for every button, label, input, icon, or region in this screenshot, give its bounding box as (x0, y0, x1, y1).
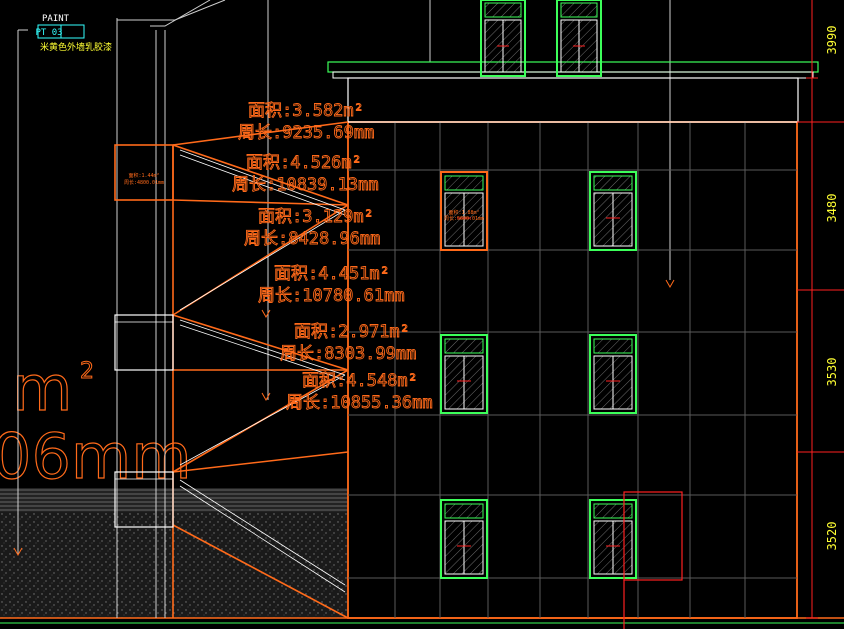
roof-window-1 (480, 0, 526, 77)
stair-landings: 面积:1.44m² 周长:4800.01mm (114, 144, 174, 528)
paint-label-title: PAINT (42, 14, 70, 24)
landing-2 (114, 314, 174, 371)
construction-lines (17, 0, 671, 618)
measurement-3-area: 面积:3.129m² (258, 207, 374, 227)
dimension-4: 3520 (825, 522, 839, 551)
ground-gravel (0, 512, 348, 618)
partial-unit-text: m (12, 352, 72, 425)
facade-window-5[interactable] (440, 499, 488, 579)
facade-outline (347, 121, 798, 619)
paint-code-text: PT 03 (35, 28, 62, 38)
measurement-1-perimeter: 周长:9235.69mm (238, 123, 374, 143)
building-facade (347, 121, 798, 619)
selection-rectangle[interactable] (623, 491, 683, 581)
landing-1[interactable] (114, 144, 174, 201)
roof-window-2 (556, 0, 602, 77)
arrow-markers (13, 279, 675, 557)
window-area-label-group: 面积:1.88m² 周长:5600.01mm (444, 209, 484, 222)
measurement-6-perimeter: 周长:10855.36mm (286, 393, 433, 413)
measurement-2-perimeter: 周长:10839.13mm (232, 175, 379, 195)
stair-handrails (179, 149, 346, 593)
facade-windows (440, 171, 637, 579)
landing-3 (114, 471, 174, 528)
measurement-4-area: 面积:4.451m² (274, 264, 390, 284)
measurement-annotations: 面积:3.582m² 周长:9235.69mm 面积:4.526m² 周长:10… (232, 101, 433, 414)
landing-area-label: 面积:1.44m² (128, 172, 159, 179)
facade-grid (348, 122, 797, 618)
measurement-5-area: 面积:2.971m² (294, 322, 410, 342)
facade-window-4[interactable] (589, 334, 637, 414)
measurement-3-perimeter: 周长:8428.96mm (244, 229, 380, 249)
measurement-5-perimeter: 周长:8303.99mm (280, 344, 416, 364)
landing-perimeter-label: 周长:4800.01mm (124, 179, 164, 186)
superscript-text: 2 (80, 359, 94, 384)
paint-label[interactable]: PAINT PT 03 米黄色外墙乳胶漆 (35, 14, 112, 53)
dimension-2: 3480 (825, 194, 839, 223)
facade-window-1[interactable] (440, 171, 488, 251)
roof-windows (480, 0, 602, 77)
dimension-3: 3530 (825, 358, 839, 387)
window-area-label: 面积:1.88m² (448, 209, 479, 216)
window-perimeter-label: 周长:5600.01mm (444, 215, 484, 222)
measurement-1-area: 面积:3.582m² (248, 101, 364, 121)
dimension-bar: 3990 3480 3530 3520 (797, 0, 844, 619)
measurement-4-perimeter: 周长:10780.61mm (258, 286, 405, 306)
measurement-2-area: 面积:4.526m² (246, 153, 362, 173)
facade-window-6[interactable] (589, 499, 637, 579)
background-large-text: m 2 06mm (0, 351, 192, 493)
facade-window-3[interactable] (440, 334, 488, 414)
facade-window-2[interactable] (589, 171, 637, 251)
ground-strip (0, 488, 348, 512)
measurement-6-area: 面积:4.548m² (302, 371, 418, 391)
dimension-1: 3990 (825, 26, 839, 55)
partial-perimeter-text: 06mm (0, 420, 192, 493)
ground-area (0, 488, 844, 624)
dimension-ticks (797, 77, 844, 619)
paint-description: 米黄色外墙乳胶漆 (40, 41, 112, 53)
